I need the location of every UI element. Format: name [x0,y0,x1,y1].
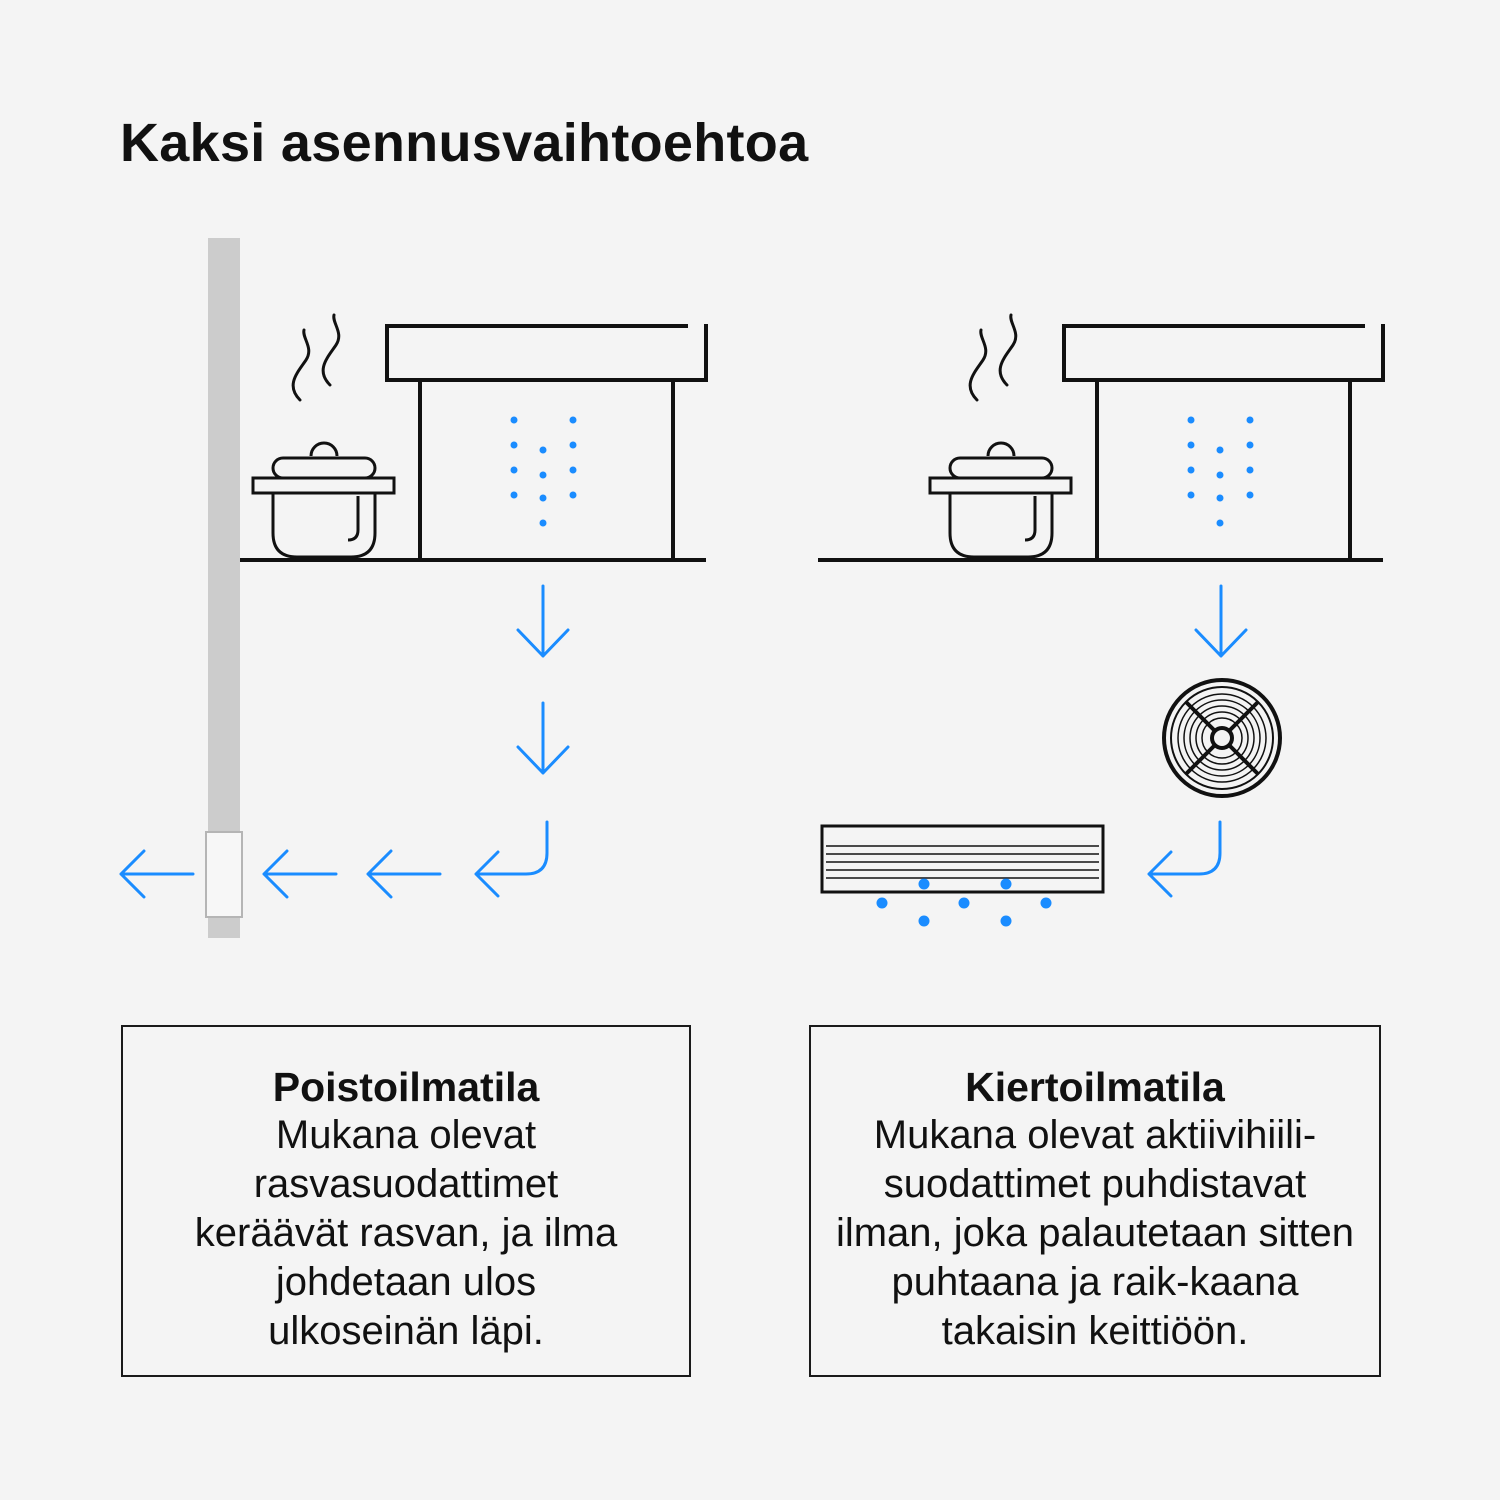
page-title: Kaksi asennusvaihtoehtoa [120,113,809,173]
airflow-dots [1187,416,1254,527]
wall-duct-icon [205,238,243,938]
exhaust-mode-description: Mukana olevat rasvasuodattimet keräävät … [194,1113,618,1353]
pot-icon [251,313,396,559]
cabinet-icon [385,324,708,558]
exhaust-mode-illustration [119,238,708,938]
recirculation-mode-description: Mukana olevat aktiivihiili-suodattimet p… [835,1113,1355,1353]
arrow-icon [119,584,570,899]
exhaust-mode-card: Poistoilmatila Mukana olevat rasvasuodat… [121,1025,691,1377]
filter-icon [820,824,1105,894]
cabinet-icon [1062,324,1385,558]
clean-air-dots [876,878,1052,927]
fan-icon [1162,678,1282,798]
recirculation-mode-illustration [818,313,1385,927]
pot-icon [928,313,1073,559]
airflow-dots [510,416,577,527]
exhaust-mode-heading: Poistoilmatila [272,1064,540,1110]
recirculation-mode-card: Kiertoilmatila Mukana olevat aktiivihiil… [809,1025,1381,1377]
recirculation-mode-heading: Kiertoilmatila [965,1064,1225,1110]
